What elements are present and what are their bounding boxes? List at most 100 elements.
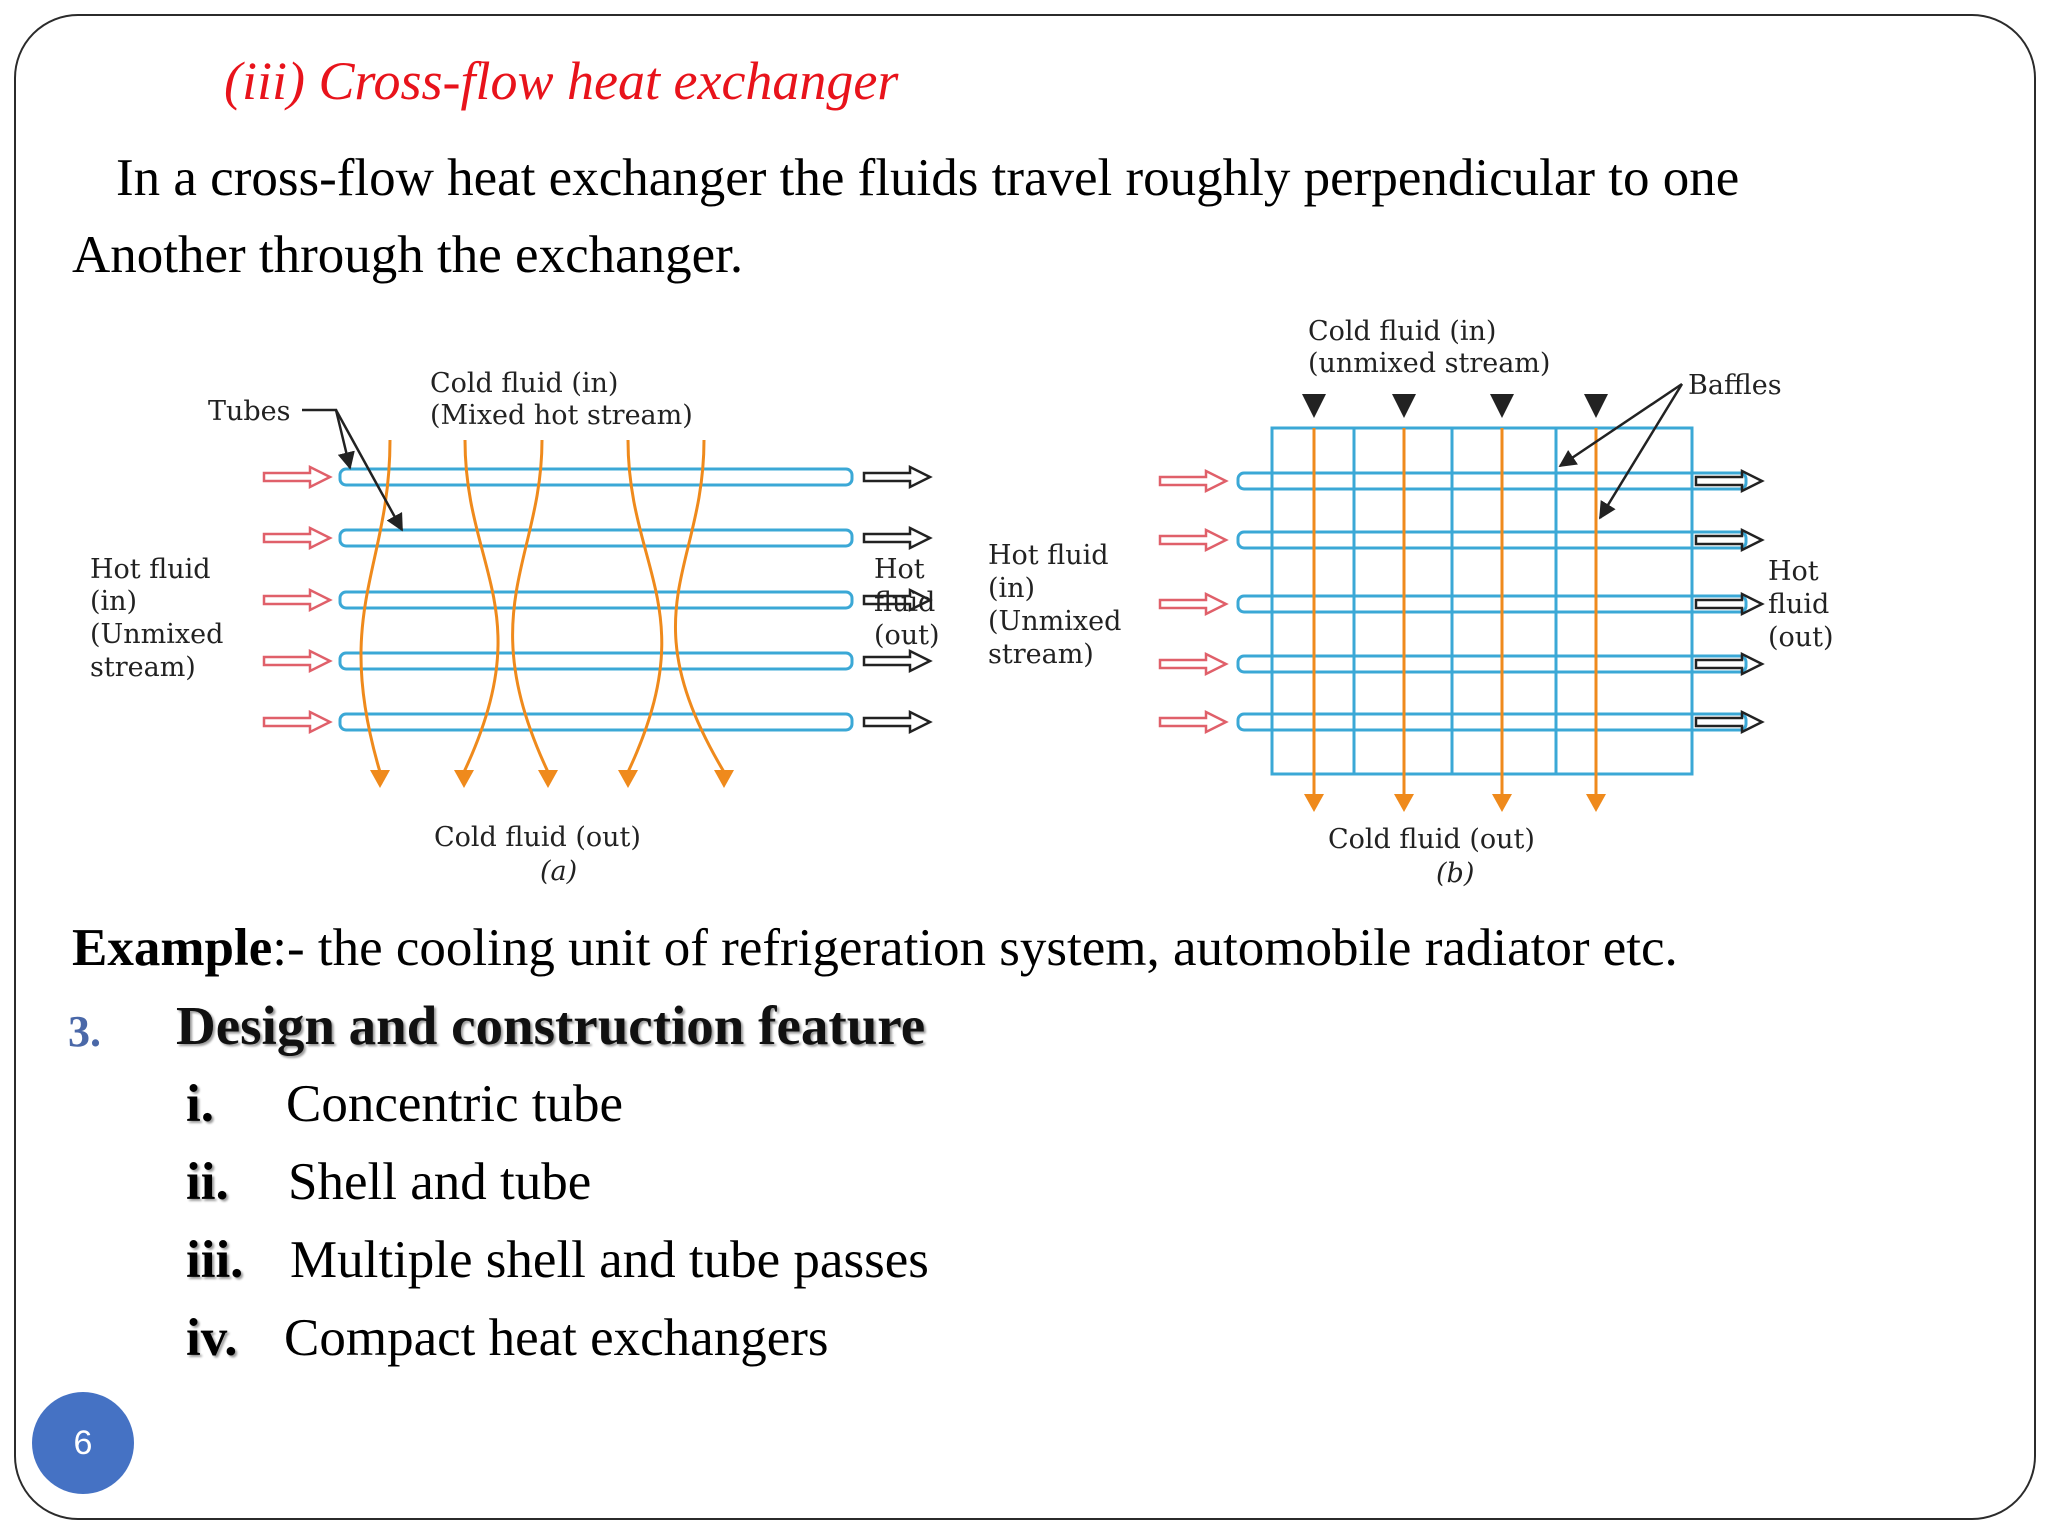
- hot-out-label: Hot: [874, 554, 925, 585]
- cold-in-arrowhead: [1302, 394, 1326, 418]
- diagram-b-baffle-grid: [1270, 426, 1694, 776]
- example-line: Example:- the cooling unit of refrigerat…: [72, 918, 1678, 978]
- cold-out-arrowhead: [1304, 794, 1324, 812]
- cold-out-arrowhead: [618, 770, 638, 788]
- caption-b: (b): [1436, 858, 1474, 889]
- hot-in-label: (in): [90, 586, 137, 617]
- list-item-text: Compact heat exchangers: [284, 1309, 829, 1367]
- hot-in-arrow: [262, 648, 333, 674]
- diagram-b-cold-out-arrows: [1304, 794, 1606, 812]
- tube: [338, 590, 854, 610]
- example-label: Example: [72, 919, 273, 977]
- example-text: :- the cooling unit of refrigeration sys…: [272, 919, 1678, 977]
- hot-out-label: Hot: [1768, 556, 1819, 587]
- hot-in-arrow: [1158, 468, 1229, 494]
- tube: [338, 651, 854, 671]
- hot-in-label: Hot fluid: [90, 554, 211, 585]
- diagram-a: Tubes Cold fluid (in) (Mixed hot stream)…: [90, 368, 940, 887]
- hot-out-arrow: [862, 587, 933, 613]
- hot-out-label: fluid: [874, 587, 935, 618]
- page-number-badge: 6: [32, 1392, 134, 1494]
- hot-out-arrow: [862, 464, 933, 490]
- hot-in-arrow: [1158, 709, 1229, 735]
- diagram-b-cold-flow: [1312, 428, 1598, 796]
- caption-a: (a): [540, 856, 577, 887]
- cold-out-arrowhead: [370, 770, 390, 788]
- cold-in-label: Cold fluid (in): [1308, 316, 1496, 347]
- hot-out-arrow: [1694, 651, 1765, 677]
- pointer-line: [302, 408, 355, 470]
- hot-out-arrow: [1694, 527, 1765, 553]
- slide-frame: [14, 14, 2036, 1520]
- tube: [338, 528, 854, 548]
- cold-out-arrowhead: [1492, 794, 1512, 812]
- hot-in-arrow: [262, 587, 333, 613]
- hot-in-arrow: [1158, 527, 1229, 553]
- cold-out-arrowhead: [714, 770, 734, 788]
- cold-in-arrowhead: [1392, 394, 1416, 418]
- diagram-a-cold-flow: [359, 439, 726, 773]
- hot-in-label: (Unmixed: [988, 606, 1121, 637]
- tubes-label: Tubes: [208, 396, 291, 427]
- diagram-b-cold-in-arrows: [1302, 394, 1608, 418]
- tube: [338, 467, 854, 487]
- baffles-label: Baffles: [1688, 370, 1782, 401]
- hot-in-arrow: [1158, 651, 1229, 677]
- list-item-number: ii.: [186, 1153, 229, 1211]
- cold-in-arrowhead: [1490, 394, 1514, 418]
- list-item-text: Concentric tube: [286, 1075, 624, 1133]
- hot-in-arrow: [262, 464, 333, 490]
- hot-out-arrow: [1694, 709, 1765, 735]
- hot-out-label: fluid: [1768, 589, 1829, 620]
- cold-out-arrowhead: [1586, 794, 1606, 812]
- diagram-a-tubes: [338, 467, 854, 732]
- tube: [1236, 594, 1748, 614]
- tube: [1236, 712, 1748, 732]
- diagram-a-cold-out-arrows: [370, 770, 734, 788]
- hot-in-label: (Unmixed: [90, 619, 223, 650]
- cold-in-arrowhead: [1584, 394, 1608, 418]
- section-title: Design and construction feature: [176, 995, 926, 1056]
- diagram-b-tubes: [1236, 471, 1748, 732]
- cold-out-arrowhead: [454, 770, 474, 788]
- hot-in-arrow: [262, 525, 333, 551]
- diagram-b: Cold fluid (in) (unmixed stream) Baffles…: [988, 316, 1834, 889]
- cold-in-label: Cold fluid (in): [430, 368, 618, 399]
- hot-out-label: (out): [874, 620, 940, 651]
- hot-out-arrow: [1694, 591, 1765, 617]
- cold-out-arrowhead: [1394, 794, 1414, 812]
- intro-paragraph: In a cross-flow heat exchanger the fluid…: [72, 140, 1972, 294]
- list-item-text: Shell and tube: [288, 1153, 592, 1211]
- cold-stream-path: [462, 439, 500, 773]
- cold-stream-path: [511, 439, 550, 773]
- intro-line-1: In a cross-flow heat exchanger the fluid…: [116, 149, 1740, 207]
- list-item-number: iii.: [186, 1231, 244, 1289]
- pointer-line: [1558, 382, 1683, 468]
- hot-in-label: stream): [90, 652, 196, 683]
- tube: [1236, 654, 1748, 674]
- diagram-a-hot-in-arrows: [262, 464, 333, 735]
- list-item-number: i.: [186, 1075, 214, 1133]
- diagram-b-labels: Cold fluid (in) (unmixed stream) Baffles…: [988, 316, 1834, 889]
- cold-out-label: Cold fluid (out): [1328, 824, 1535, 855]
- cold-in-sub-label: (Mixed hot stream): [430, 400, 693, 431]
- tube: [1236, 471, 1748, 491]
- tube: [1236, 530, 1748, 550]
- hot-out-arrow: [862, 648, 933, 674]
- cold-in-sub-label: (unmixed stream): [1308, 348, 1550, 379]
- cold-out-label: Cold fluid (out): [434, 822, 641, 853]
- diagram-b-hot-out-arrows: [1694, 468, 1765, 735]
- hot-out-label: (out): [1768, 622, 1834, 653]
- list-item-text: Multiple shell and tube passes: [290, 1231, 929, 1289]
- hot-in-arrow: [262, 709, 333, 735]
- list-item-number: iv.: [186, 1309, 238, 1367]
- cold-stream-path: [626, 439, 664, 773]
- section-number: 3.: [68, 1007, 101, 1056]
- hot-out-arrow: [1694, 468, 1765, 494]
- cold-stream-path: [673, 439, 726, 773]
- cold-stream-path: [359, 439, 392, 773]
- diagram-b-baffles-pointer: [1558, 382, 1684, 520]
- tube: [338, 712, 854, 732]
- hot-out-arrow: [862, 709, 933, 735]
- slide-heading: (iii) Cross-flow heat exchanger: [224, 51, 899, 111]
